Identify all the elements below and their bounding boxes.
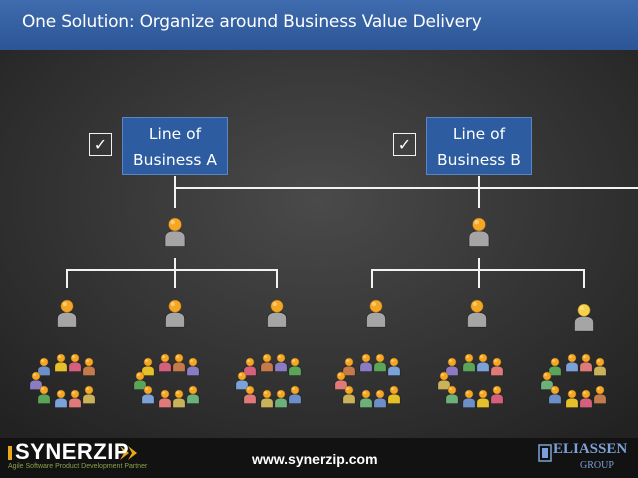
team-2-member-icon-3 [172,353,186,373]
lob-b-line2: Business B [437,151,521,169]
team-3-member-icon-6 [243,385,257,405]
team-5-member-icon-7 [462,389,476,409]
team-6-member-icon-5 [540,371,554,391]
synerzip-tagline: Agile Software Product Development Partn… [8,463,148,470]
team-3-member-icon-4 [288,357,302,377]
team-1-member-icon-4 [82,357,96,377]
manager-a-icon [164,217,186,247]
team-1-member-icon-7 [54,389,68,409]
team-5-member-icon-1 [445,357,459,377]
team-5-member-icon-2 [462,353,476,373]
team-3-member-icon-7 [260,389,274,409]
team-2-member-icon-4 [186,357,200,377]
team-1-member-icon-6 [37,385,51,405]
team-1-member-icon-5 [29,371,43,391]
team-6-member-icon-1 [548,357,562,377]
team-2-member-icon-7 [158,389,172,409]
team-2-member-icon-5 [133,371,147,391]
team-6-member-icon-6 [548,385,562,405]
eliassen-logo-subtext: GROUP [580,460,614,471]
eliassen-logo-icon [538,444,552,462]
eliassen-logo-text: ELIASSEN [553,441,628,457]
team-5-member-icon-3 [476,353,490,373]
team-1-member-icon-2 [54,353,68,373]
team-2-member-icon-1 [141,357,155,377]
lob-a-box: Line of Business A [122,117,228,175]
slide-title: One Solution: Organize around Business V… [22,12,482,32]
team-6-member-icon-3 [579,353,593,373]
team-4-member-icon-3 [373,353,387,373]
manager-b-icon [468,217,490,247]
team-4-member-icon-1 [342,357,356,377]
team-4-member-icon-2 [359,353,373,373]
footer-bar [0,438,638,478]
team-4-member-icon-7 [359,389,373,409]
team-2-member-icon-8 [172,389,186,409]
team-lead-icon-3 [267,299,287,328]
team-4-member-icon-4 [387,357,401,377]
team-6-member-icon-8 [579,389,593,409]
team-4-member-icon-8 [373,389,387,409]
team-4-member-icon-6 [342,385,356,405]
team-1-member-icon-8 [68,389,82,409]
team-5-member-icon-6 [445,385,459,405]
team-5-member-icon-9 [490,385,504,405]
team-3-member-icon-1 [243,357,257,377]
lob-b-line1: Line of [452,125,506,143]
title-bar: One Solution: Organize around Business V… [0,0,638,50]
team-1-member-icon-1 [37,357,51,377]
lob-a-checkbox[interactable]: ✓ [89,133,112,156]
team-1-member-icon-9 [82,385,96,405]
team-lead-icon-5 [467,299,487,328]
team-4-member-icon-5 [334,371,348,391]
team-3-member-icon-2 [260,353,274,373]
team-lead-icon-4 [366,299,386,328]
team-3-member-icon-9 [288,385,302,405]
org-people [29,217,607,409]
team-2-member-icon-2 [158,353,172,373]
team-lead-icon-1 [57,299,77,328]
team-6-member-icon-4 [593,357,607,377]
org-chart [29,176,638,409]
team-lead-icon-6 [574,303,594,332]
team-5-member-icon-4 [490,357,504,377]
team-6-member-icon-7 [565,389,579,409]
org-connectors [66,176,638,288]
lob-a-line2: Business A [133,151,217,169]
team-4-member-icon-9 [387,385,401,405]
team-6-member-icon-9 [593,385,607,405]
synerzip-logo-icon [8,446,137,460]
team-5-member-icon-8 [476,389,490,409]
lob-b-checkbox[interactable]: ✓ [393,133,416,156]
team-3-member-icon-5 [235,371,249,391]
team-2-member-icon-6 [141,385,155,405]
team-5-member-icon-5 [437,371,451,391]
lob-b-box: Line of Business B [426,117,532,175]
team-1-member-icon-3 [68,353,82,373]
footer-url[interactable]: www.synerzip.com [252,451,378,467]
team-3-member-icon-3 [274,353,288,373]
team-lead-icon-2 [165,299,185,328]
team-3-member-icon-8 [274,389,288,409]
team-2-member-icon-9 [186,385,200,405]
team-6-member-icon-2 [565,353,579,373]
lob-a-line1: Line of [148,125,202,143]
synerzip-logo-text: SYNERZIP [15,439,130,464]
